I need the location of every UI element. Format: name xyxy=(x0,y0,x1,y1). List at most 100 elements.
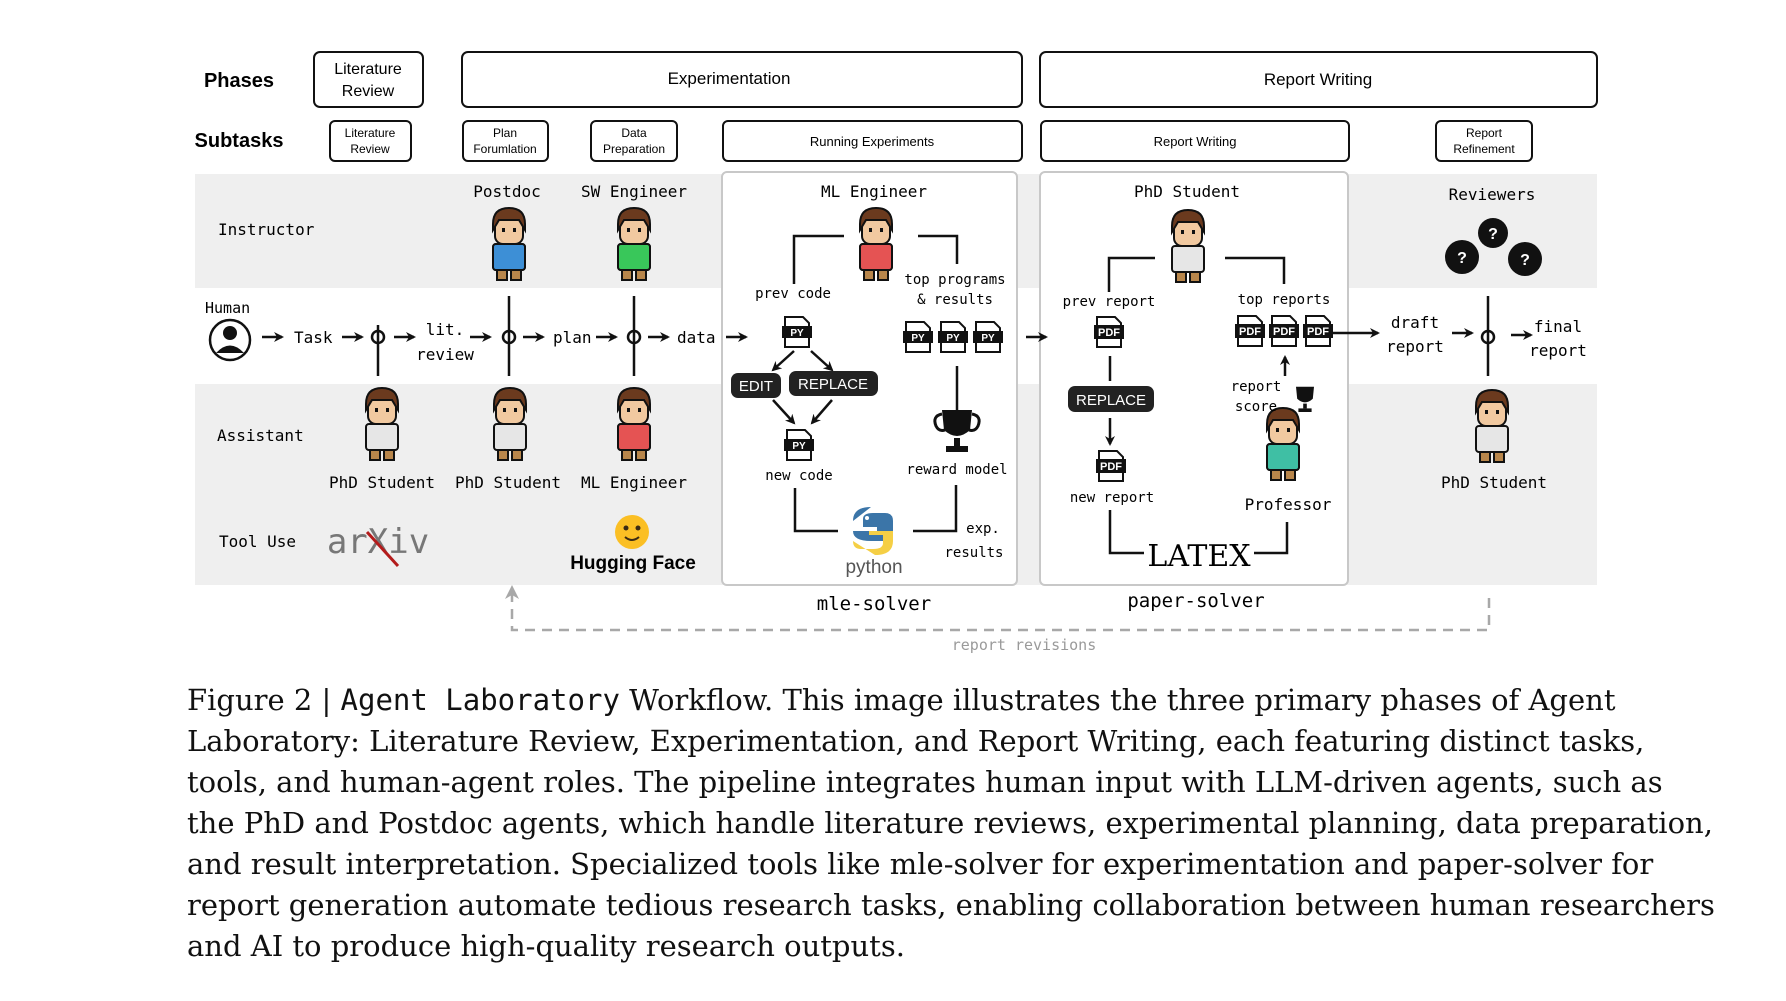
pdf-file-icon: PDF xyxy=(1269,315,1299,347)
row-label-tool-use: Tool Use xyxy=(219,532,296,551)
subtask-label-plan-formulation-1: Plan xyxy=(493,126,517,140)
trophy-icon xyxy=(933,410,981,452)
paper-top-reports: top reports xyxy=(1238,292,1331,308)
flow-draft-report: report xyxy=(1386,337,1444,356)
professor-avatar-icon xyxy=(1266,407,1300,481)
row-label-instructor: Instructor xyxy=(218,220,315,239)
subtask-label-report-writing: Report Writing xyxy=(1154,134,1237,149)
pdf-file-icon: PDF xyxy=(1096,450,1126,482)
subtask-box-literature-review xyxy=(329,120,412,162)
pdf-file-icon: PDF xyxy=(1235,315,1265,347)
svg-text:PY: PY xyxy=(792,441,806,452)
pdf-file-icon: PDF xyxy=(1094,316,1124,348)
subtask-box-report-refinement xyxy=(1435,120,1533,162)
subtask-box-data-preparation xyxy=(590,120,678,162)
postdoc-avatar-icon xyxy=(492,207,526,281)
role-phd-student-top: PhD Student xyxy=(1134,182,1240,201)
svg-text:?: ? xyxy=(1520,252,1530,269)
role-phd-student-1: PhD Student xyxy=(329,473,435,492)
hugging-face-emoji-icon xyxy=(615,515,649,549)
edit-badge-label: EDIT xyxy=(739,378,773,395)
phd-student-avatar-icon xyxy=(365,387,399,461)
subtask-label-literature-review-2: Review xyxy=(350,142,390,156)
phd-student-avatar-icon xyxy=(1475,389,1509,463)
paper-prev-report: prev report xyxy=(1063,294,1156,310)
svg-text:PDF: PDF xyxy=(1273,326,1295,338)
role-sw-engineer: SW Engineer xyxy=(581,182,687,201)
report-revisions-loop xyxy=(505,585,1491,632)
role-ml-engineer-top: ML Engineer xyxy=(821,182,927,201)
role-phd-student-3: PhD Student xyxy=(1441,473,1547,492)
caption-code: Agent Laboratory xyxy=(340,683,620,717)
phd-student-avatar-icon xyxy=(1171,209,1205,283)
mle-solver-label: mle-solver xyxy=(817,593,931,615)
paper-report-score-1: report xyxy=(1231,379,1282,395)
subtask-label-data-preparation-2: Preparation xyxy=(603,142,665,156)
mle-top-programs: top programs xyxy=(904,272,1005,288)
workflow-diagram: Phases Subtasks Literature Review Experi… xyxy=(195,51,1598,654)
caption-line-1-text: Workflow. This image illustrates the thr… xyxy=(619,683,1616,717)
svg-text:?: ? xyxy=(1457,250,1467,267)
svg-text:PDF: PDF xyxy=(1100,461,1122,473)
role-professor: Professor xyxy=(1245,495,1332,514)
phase-label-literature-review-2: Review xyxy=(342,83,395,100)
svg-text:PY: PY xyxy=(911,333,925,344)
report-revisions-label: report revisions xyxy=(952,636,1097,654)
flow-task: Task xyxy=(294,328,333,347)
python-wordmark: python xyxy=(845,557,902,578)
phd-student-avatar-icon xyxy=(493,387,527,461)
loop-node-icon xyxy=(1480,329,1496,345)
py-file-icon: PY xyxy=(903,321,933,353)
subtask-box-report-writing xyxy=(1040,120,1350,162)
paper-new-report: new report xyxy=(1070,490,1154,506)
caption-line-3: tools, and human-agent roles. The pipeli… xyxy=(187,765,1663,799)
py-file-icon: PY xyxy=(784,429,814,461)
role-ml-engineer-bottom: ML Engineer xyxy=(581,473,687,492)
caption-prefix: Figure 2 | xyxy=(187,683,341,717)
py-file-icon: PY xyxy=(973,321,1003,353)
replace-badge-paper-label: REPLACE xyxy=(1076,392,1146,409)
mle-exp: exp. xyxy=(966,521,1000,537)
svg-text:PDF: PDF xyxy=(1307,326,1329,338)
subtasks-label: Subtasks xyxy=(195,130,284,152)
py-file-icon: PY xyxy=(782,316,812,348)
caption-line-7: and AI to produce high-quality research … xyxy=(187,929,905,963)
mle-and-results: & results xyxy=(917,292,993,308)
reviewers-icon: ? ? ? xyxy=(1445,218,1542,276)
subtask-label-report-refinement-1: Report xyxy=(1466,126,1503,140)
human-avatar-icon xyxy=(208,318,252,362)
flow-draft: draft xyxy=(1391,313,1439,332)
ml-engineer-avatar-icon xyxy=(617,387,651,461)
latex-logo: LATEX xyxy=(1147,539,1251,574)
caption-line-5: and result interpretation. Specialized t… xyxy=(187,847,1654,881)
paper-report-score-2: score xyxy=(1235,399,1277,415)
replace-badge-paper xyxy=(1068,386,1154,412)
phase-label-report-writing: Report Writing xyxy=(1264,70,1372,89)
svg-text:PDF: PDF xyxy=(1239,326,1261,338)
role-phd-student-2: PhD Student xyxy=(455,473,561,492)
role-reviewers: Reviewers xyxy=(1449,185,1536,204)
loop-node-icon xyxy=(501,329,517,345)
paper-solver-label: paper-solver xyxy=(1127,590,1264,612)
figure-caption: Figure 2 | Agent Laboratory Workflow. Th… xyxy=(187,680,1715,967)
phase-box-report-writing xyxy=(1039,51,1598,108)
svg-text:PDF: PDF xyxy=(1098,327,1120,339)
replace-badge-mle-label: REPLACE xyxy=(798,376,868,393)
phase-label-experimentation: Experimentation xyxy=(668,69,791,88)
sw-engineer-avatar-icon xyxy=(617,207,651,281)
hugging-face-label: Hugging Face xyxy=(570,553,696,574)
flow-review: review xyxy=(416,345,474,364)
role-postdoc: Postdoc xyxy=(473,182,540,201)
subtask-label-literature-review-1: Literature xyxy=(345,126,396,140)
svg-text:PY: PY xyxy=(790,328,804,339)
subtask-label-report-refinement-2: Refinement xyxy=(1453,142,1515,156)
caption-line-4: the PhD and Postdoc agents, which handle… xyxy=(187,806,1713,840)
subtask-box-plan-formulation xyxy=(462,120,549,162)
flow-final: final xyxy=(1534,317,1582,336)
loop-node-icon xyxy=(370,329,386,345)
edit-badge xyxy=(731,373,781,398)
flow-data: data xyxy=(677,328,716,347)
subtask-label-plan-formulation-2: Forumlation xyxy=(473,142,536,156)
pdf-file-icon: PDF xyxy=(1303,315,1333,347)
phase-box-experimentation xyxy=(461,51,1023,108)
